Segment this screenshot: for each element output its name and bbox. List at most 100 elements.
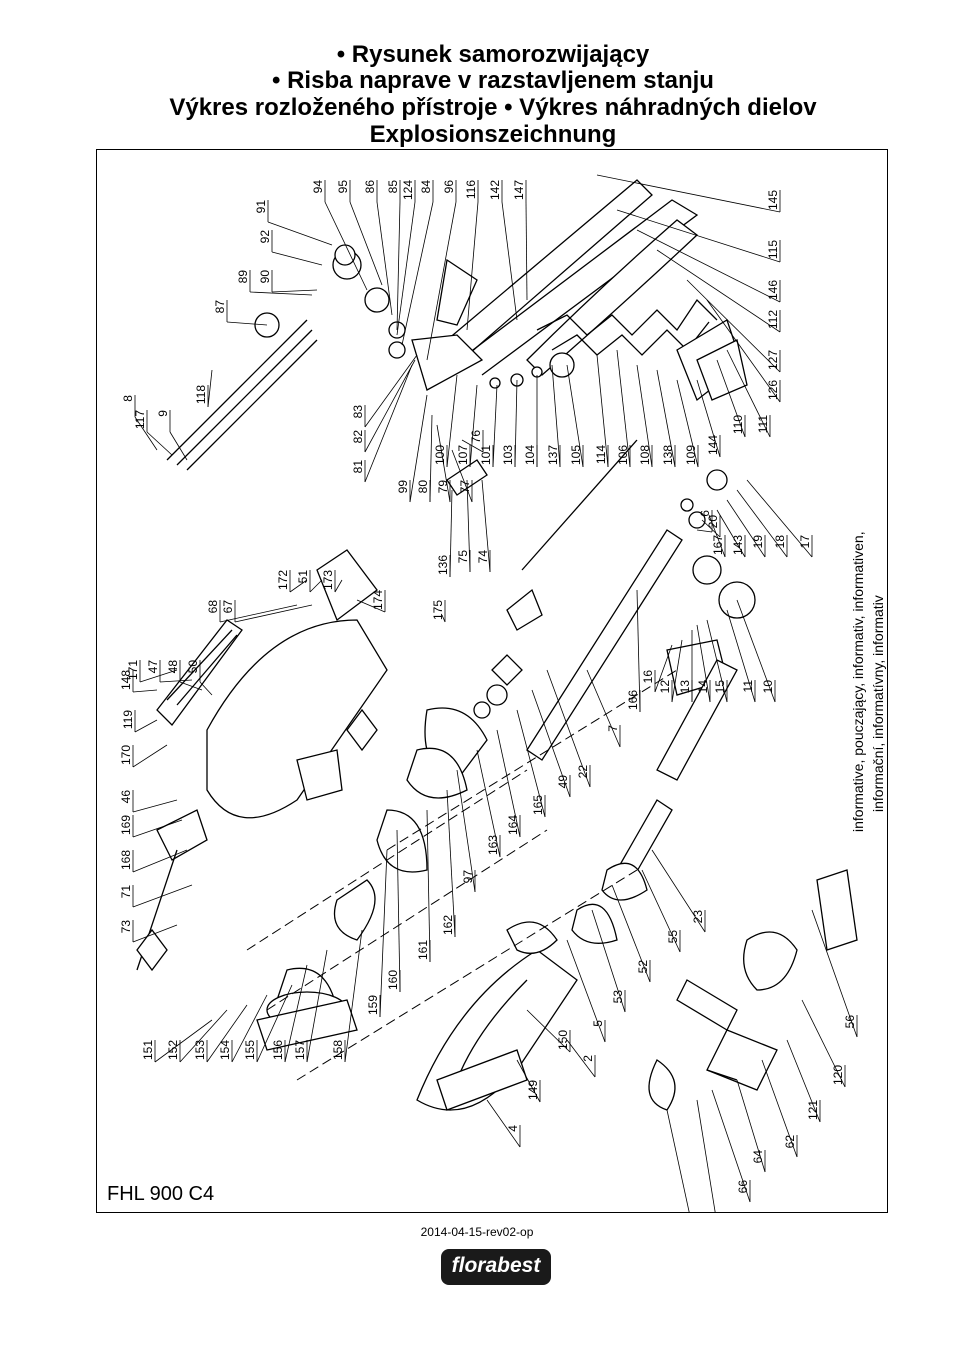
part-number-text: 99 [396,480,410,494]
part-number-text: 175 [431,600,445,620]
part-number-text: 56 [843,1015,857,1029]
part-leader-line [551,364,561,468]
part-number-text: 71 [119,885,133,899]
part-leader-line [426,201,457,361]
part-leader-line [492,384,498,468]
part-number-text: 161 [416,940,430,960]
part-number-text: 92 [258,230,272,244]
part-number-text: 157 [293,1040,307,1060]
part-number-text: 170 [119,745,133,765]
part-leader-line [401,201,434,346]
part-number-text: 46 [119,790,133,804]
part-number-text: 48 [166,660,180,674]
part-label-170: 170 [119,744,168,768]
part-label-90: 90 [258,270,318,293]
part-label-114: 114 [594,354,609,468]
part-number-text: 154 [218,1040,232,1060]
part-label-91: 91 [254,200,333,246]
part-label-145: 145 [596,174,781,213]
part-label-87: 87 [213,300,268,326]
part-label-159: 159 [366,849,388,1018]
part-leader-line [696,1099,716,1212]
part-label-86: 86 [363,180,393,316]
part-number-text: 118 [194,385,208,404]
part-leader-line [616,209,781,263]
part-leader-line [426,809,431,963]
part-label-62: 62 [761,1059,798,1158]
part-label-4: 4 [486,1099,521,1148]
part-number-text: 89 [236,270,250,284]
part-label-106: 106 [616,349,631,468]
part-label-48: 48 [166,660,203,691]
part-number-text: 148 [119,670,133,690]
part-label-2: 2 [566,1039,596,1078]
part-leader-line [761,1059,798,1158]
part-label-161: 161 [416,809,431,963]
part-label-121: 121 [786,1039,821,1123]
part-number-text: 162 [441,915,455,935]
part-number-text: 51 [296,570,310,584]
part-label-80: 80 [416,414,433,503]
part-number-text: 165 [531,795,545,815]
part-leader-line [154,1019,213,1063]
part-label-138: 138 [656,369,676,468]
part-leader-line [596,174,781,213]
exploded-view-drawing: 9495868512484961161421479192908987145115… [119,174,858,1212]
part-leader-line [364,359,416,453]
part-label-172: 172 [276,570,308,593]
part-number-text: 119 [121,710,135,729]
part-number-text: 97 [461,870,475,884]
part-number-text: 52 [636,960,650,974]
part-label-171: 171 [126,660,178,683]
part-number-text: 137 [546,445,560,465]
part-number-text: 112 [766,310,780,329]
part-label-16: 16 [641,644,673,693]
part-leader-line [656,249,781,333]
part-number-text: 22 [576,765,590,779]
part-leader-line [696,529,713,533]
part-number-text: 53 [611,990,625,1004]
part-number-text: 84 [419,180,433,194]
part-number-text: 66 [736,1180,750,1194]
part-label-97: 97 [456,769,476,893]
part-number-text: 151 [141,1040,155,1060]
part-leader-line [696,379,721,458]
part-number-text: 77 [458,480,472,494]
part-leader-line [132,849,188,873]
part-label-122: 122 [696,1099,716,1212]
part-number-text: 174 [371,590,385,610]
part-leader-line [179,1009,228,1063]
part-leader-line [726,349,771,438]
part-number-text: 117 [133,410,147,429]
part-label-85: 85 [386,180,401,331]
part-number-text: 23 [691,910,705,924]
title-line-1: • Rysunek samorozwijający [336,41,650,68]
part-label-163: 163 [476,749,501,858]
part-label-84: 84 [401,180,434,346]
part-label-104: 104 [523,375,538,467]
part-label-83: 83 [351,354,418,428]
part-number-text: 108 [638,445,652,465]
part-number-text: 96 [442,180,456,194]
part-label-76: 76 [461,430,484,453]
part-label-23: 23 [651,849,706,933]
part-label-66: 66 [711,1089,751,1203]
part-label-149: 149 [516,1059,541,1103]
part-leader-line [271,251,323,266]
part-number-text: 146 [766,280,780,300]
part-label-175: 175 [431,600,446,623]
part-label-14: 14 [696,624,711,703]
part-leader-line [284,964,308,1063]
part-leader-line [249,291,313,296]
part-label-168: 168 [119,849,188,873]
part-label-74: 74 [476,479,491,573]
part-label-127: 127 [686,279,781,373]
part-number-text: 111 [756,415,770,434]
part-label-68: 68 [206,600,298,623]
part-label-151: 151 [141,1019,213,1063]
part-label-162: 162 [441,789,456,938]
part-number-text: 167 [711,535,725,555]
part-number-text: 158 [331,1040,345,1060]
part-label-115: 115 [616,209,781,263]
part-label-22: 22 [546,669,591,788]
